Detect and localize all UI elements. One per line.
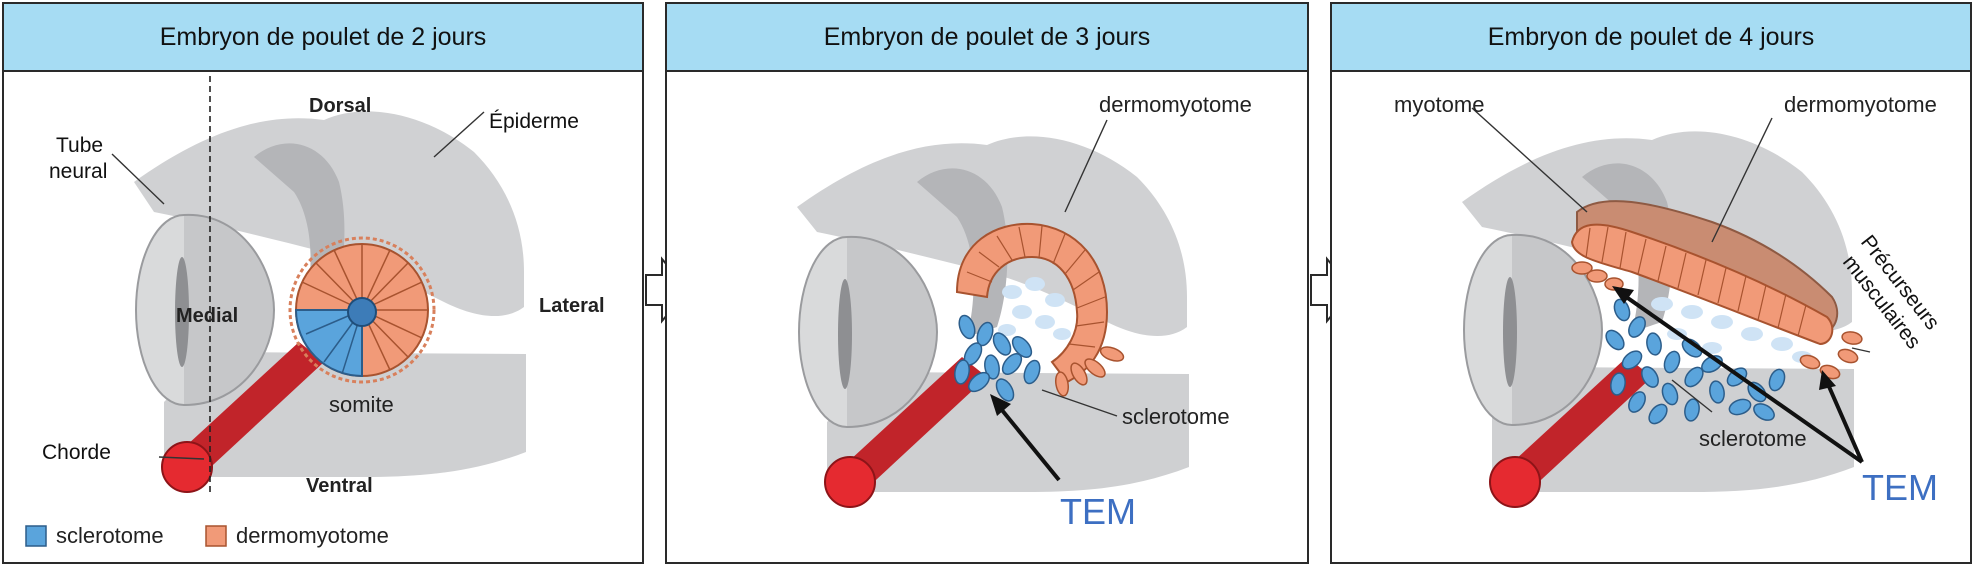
tube-neural-label-line2: neural — [49, 160, 107, 183]
legend-label-dermomyotome: dermomyotome — [236, 523, 389, 548]
neural-canal — [838, 279, 852, 389]
legend-swatch-sclerotome — [25, 525, 47, 547]
myotome-label: myotome — [1394, 92, 1484, 117]
neural-tube-side — [183, 213, 276, 406]
somite-label: somite — [329, 392, 394, 417]
chorde-label: Chorde — [42, 441, 111, 464]
notochord-end — [824, 456, 876, 508]
notochord-end — [161, 441, 213, 493]
tube-neural-label-line1: Tube — [56, 134, 103, 157]
tem-label: TEM — [1060, 491, 1136, 532]
embryo-day-3-illustration: dermomyotome sclerotome TEM — [797, 92, 1252, 532]
dermomyotome-label: dermomyotome — [1784, 92, 1937, 117]
panel-day-3: Embryon de poulet de 3 jours — [665, 2, 1309, 564]
legend-swatch-dermomyotome — [205, 525, 227, 547]
panel-title: Embryon de poulet de 3 jours — [667, 4, 1307, 72]
notochord-end — [1489, 456, 1541, 508]
dorsal-label: Dorsal — [309, 95, 371, 117]
notochord-rod — [174, 342, 324, 477]
sclerotome-label: sclerotome — [1699, 426, 1807, 451]
neural-tube-side — [846, 235, 939, 428]
panel-day-4: Embryon de poulet de 4 jours — [1330, 2, 1972, 564]
somite-core — [347, 297, 377, 327]
myotome-band — [1570, 223, 1834, 346]
medial-label: Medial — [176, 305, 238, 327]
lateral-label: Lateral — [539, 295, 605, 317]
epiderme-label: Épiderme — [489, 110, 579, 133]
ventral-label: Ventral — [306, 475, 373, 497]
neural-canal — [1503, 277, 1517, 387]
panel-title: Embryon de poulet de 4 jours — [1332, 4, 1970, 72]
neural-canal — [175, 257, 189, 367]
panel-day-2: Embryon de poulet de 2 jours — [2, 2, 644, 564]
embryo-day-4-illustration: myotome dermomyotome sclerotome Précurse… — [1394, 92, 1944, 508]
sclerotome-label: sclerotome — [1122, 404, 1230, 429]
tem-label: TEM — [1862, 467, 1938, 508]
panel-title: Embryon de poulet de 2 jours — [4, 4, 642, 72]
notochord-rod — [837, 357, 987, 492]
neural-tube-side — [1511, 233, 1604, 426]
legend-label-sclerotome: sclerotome — [56, 523, 164, 548]
embryo-day-2-illustration: Dorsal Ventral Lateral Medial Épiderme T… — [25, 76, 605, 548]
dermomyotome-label: dermomyotome — [1099, 92, 1252, 117]
somite-sclerotome — [294, 309, 363, 378]
